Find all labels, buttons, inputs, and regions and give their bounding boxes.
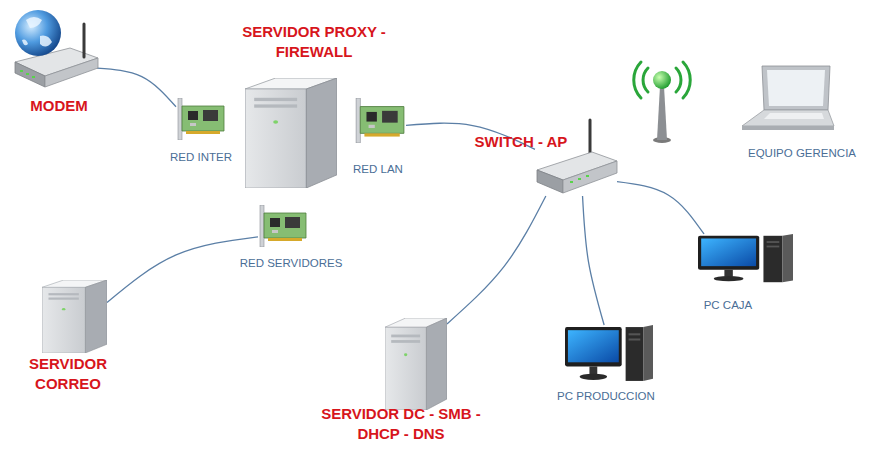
network-cable — [447, 196, 546, 324]
wireless-antenna-icon-part — [634, 62, 641, 98]
switch-ap-icon-part — [578, 178, 581, 180]
network-cable — [617, 182, 704, 234]
modem-icon-part — [22, 17, 52, 47]
server-tower-icon-part — [42, 280, 107, 353]
wireless-antenna-icon-part — [676, 68, 681, 92]
server-tower-icon-part — [385, 318, 447, 410]
modem-icon-part — [26, 73, 29, 75]
wireless-antenna-icon-part — [657, 86, 667, 140]
laptop-icon-part — [742, 126, 834, 130]
desktop-pc-icon — [565, 234, 793, 381]
network-cable — [97, 68, 176, 107]
network-device: PC PRODUCCION — [565, 325, 653, 383]
modem-icon-part — [45, 58, 98, 87]
wireless-antenna-icon — [634, 62, 690, 143]
modem-icon-part — [15, 10, 61, 56]
modem-icon — [15, 10, 98, 87]
wireless-antenna-icon-part — [683, 62, 690, 98]
network-device: MODEM — [15, 8, 97, 88]
device-label-group: MODEM — [9, 96, 109, 116]
device-label: SERVIDOR CORREO — [18, 354, 118, 395]
device-label-group: EQUIPO GERENCIA — [737, 146, 867, 161]
desktop-pc-icon-part — [698, 234, 793, 282]
network-device: RED SERVIDORES — [258, 205, 308, 247]
device-label: PC PRODUCCION — [541, 389, 671, 404]
switch-ap-icon-part — [563, 161, 617, 193]
network-device: SERVIDOR CORREO — [42, 280, 107, 353]
desktop-pc-icon-part — [565, 325, 653, 381]
laptop-icon — [742, 66, 834, 130]
device-label-group: SWITCH - AP — [469, 132, 573, 152]
modem-icon-part — [83, 24, 86, 57]
device-label: SERVIDOR DC - SMB -DHCP - DNS — [305, 404, 497, 445]
modem-icon-part — [15, 62, 45, 87]
network-cable — [107, 237, 258, 303]
network-device: SERVIDOR PROXY - FIREWALL — [245, 78, 337, 188]
network-device: SWITCH - AP — [535, 118, 617, 196]
device-label-group: SERVIDOR DC - SMB -DHCP - DNS — [305, 404, 497, 445]
wireless-antenna-icon-part — [653, 71, 671, 89]
laptop-icon-part — [762, 66, 830, 110]
device-label: RED LAN — [346, 162, 410, 177]
proxy-server-icon-part — [245, 78, 337, 188]
network-card-icon-part — [356, 98, 404, 143]
network-device: EQUIPO GERENCIA — [742, 65, 834, 137]
device-label-group: RED SERVIDORES — [231, 256, 351, 271]
device-label-group: PC CAJA — [686, 298, 770, 313]
network-card-icon-part — [260, 205, 306, 247]
device-label: RED SERVIDORES — [231, 256, 351, 271]
network-card-icon-part — [178, 98, 224, 140]
laptop-icon-part — [742, 110, 834, 126]
proxy-server-icon — [245, 78, 337, 188]
network-device: RED INTER — [176, 98, 226, 140]
switch-ap-icon-part — [586, 175, 589, 177]
device-label-group: RED LAN — [346, 162, 410, 177]
device-label: MODEM — [9, 96, 109, 116]
device-label: EQUIPO GERENCIA — [737, 146, 867, 161]
laptop-icon-part — [767, 70, 825, 106]
switch-ap-icon-part — [570, 181, 573, 183]
switch-ap-icon-part — [537, 170, 563, 193]
modem-icon-part — [20, 70, 23, 72]
laptop-icon-part — [764, 113, 824, 119]
device-label: PC CAJA — [686, 298, 770, 313]
server-tower-icon — [42, 280, 447, 410]
network-cable — [583, 196, 605, 325]
device-label: RED INTER — [162, 150, 240, 165]
wireless-antenna-icon-part — [643, 68, 648, 92]
device-label: SWITCH - AP — [469, 132, 573, 152]
network-device: RED LAN — [354, 98, 406, 143]
network-device: PC CAJA — [698, 234, 793, 284]
device-label-group: SERVIDOR PROXY - FIREWALL — [233, 22, 395, 63]
network-device: SERVIDOR DC - SMB -DHCP - DNS — [385, 318, 447, 410]
device-label-group: RED INTER — [162, 150, 240, 165]
switch-ap-icon — [537, 120, 617, 193]
modem-icon-part — [32, 76, 35, 78]
device-label-group: SERVIDOR CORREO — [18, 354, 118, 395]
device-label: SERVIDOR PROXY - FIREWALL — [233, 22, 395, 63]
device-label-group: PC PRODUCCION — [541, 389, 671, 404]
